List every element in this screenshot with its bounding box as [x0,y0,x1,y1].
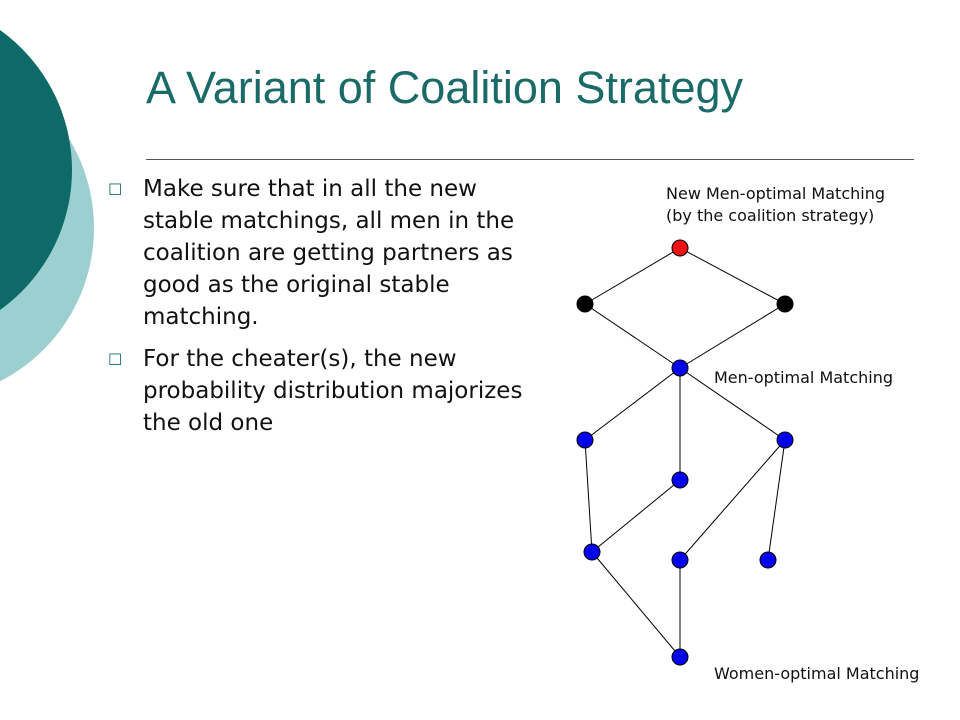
matching-node-blue [583,543,601,561]
lattice-edge [584,439,593,553]
lattice-edge [584,367,681,441]
title-divider [146,159,914,160]
bullet-list: ☐ Make sure that in all the new stable m… [108,173,548,449]
matching-node-blue [671,359,689,377]
matching-node-blue [576,431,594,449]
bullet-item: ☐ For the cheater(s), the new probabilit… [108,343,548,439]
lattice-edge [679,439,786,561]
lattice-edge [679,247,786,305]
matching-node-blue [671,648,689,666]
bullet-item: ☐ Make sure that in all the new stable m… [108,173,548,333]
lattice-edge [767,439,786,561]
new-men-optimal-label-line1: New Men-optimal Matching [666,184,885,203]
bullet-text: For the cheater(s), the new probability … [143,346,523,436]
women-optimal-label: Women-optimal Matching [714,664,920,683]
slide-title: A Variant of Coalition Strategy [146,62,743,113]
lattice-edges [584,247,786,658]
lattice-edge [584,247,681,305]
matching-node-blue [759,551,777,569]
lattice-nodes [576,239,794,666]
matching-node-highlight [671,239,689,257]
lattice-edge [679,367,786,441]
matching-node-blue [776,431,794,449]
new-men-optimal-label: New Men-optimal Matching (by the coaliti… [666,183,885,227]
men-optimal-label: Men-optimal Matching [714,368,894,387]
matching-node-black [576,295,594,313]
matching-node-black [776,295,794,313]
matching-node-blue [671,471,689,489]
new-men-optimal-label-line2: (by the coalition strategy) [666,206,875,225]
lattice-edge [591,551,681,658]
hollow-square-bullet-icon: ☐ [108,350,123,369]
hollow-square-bullet-icon: ☐ [108,180,123,199]
lattice-edge [584,303,681,369]
lattice-edge [591,479,681,553]
bullet-text: Make sure that in all the new stable mat… [143,176,515,330]
matching-node-blue [671,551,689,569]
lattice-edge [679,303,786,369]
dark-teal-circle [0,30,72,310]
